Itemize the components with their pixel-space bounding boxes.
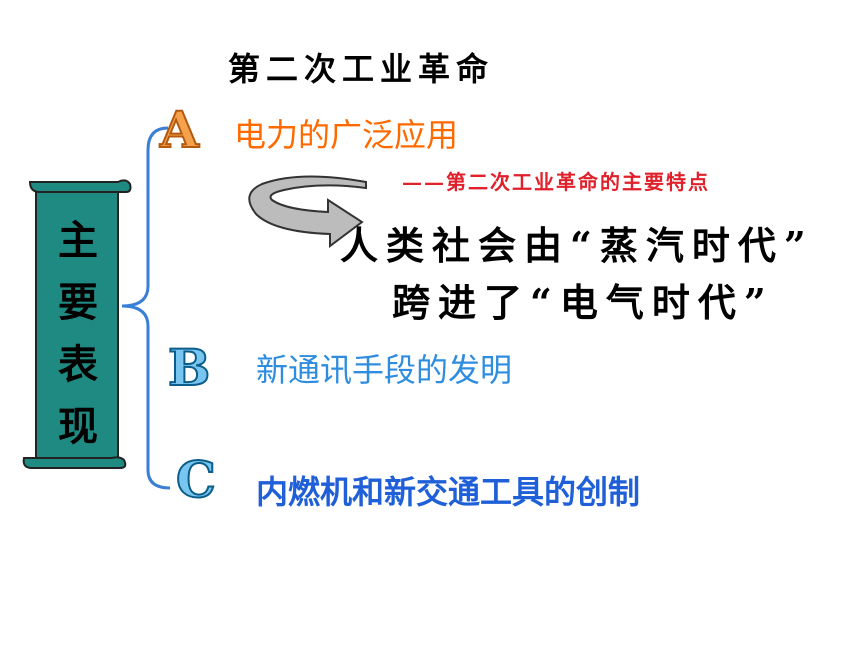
item-a-text: 电力的广泛应用 <box>234 116 459 154</box>
item-c-text: 内燃机和新交通工具的创制 <box>256 473 641 511</box>
page-title: 第二次工业革命 <box>228 50 495 88</box>
letter-a-icon: A <box>159 99 200 160</box>
scroll-char: 表 <box>58 341 98 388</box>
quote-line-2: 跨进了“电气时代” <box>392 280 774 325</box>
curly-brace <box>121 126 171 490</box>
quote-line-1: 人类社会由“蒸汽时代” <box>340 223 814 268</box>
curved-arrow-icon <box>248 175 367 248</box>
scroll-char: 现 <box>58 403 98 450</box>
scroll-banner <box>22 179 132 469</box>
item-b-text: 新通讯手段的发明 <box>256 351 513 389</box>
subtitle: ——第二次工业革命的主要特点 <box>402 170 710 194</box>
scroll-char: 主 <box>58 217 98 264</box>
scroll-char: 要 <box>58 279 98 326</box>
letter-c-icon: C <box>175 449 217 510</box>
letter-b-icon: B <box>167 337 211 398</box>
scroll-label: 主 要 表 现 <box>42 210 114 458</box>
